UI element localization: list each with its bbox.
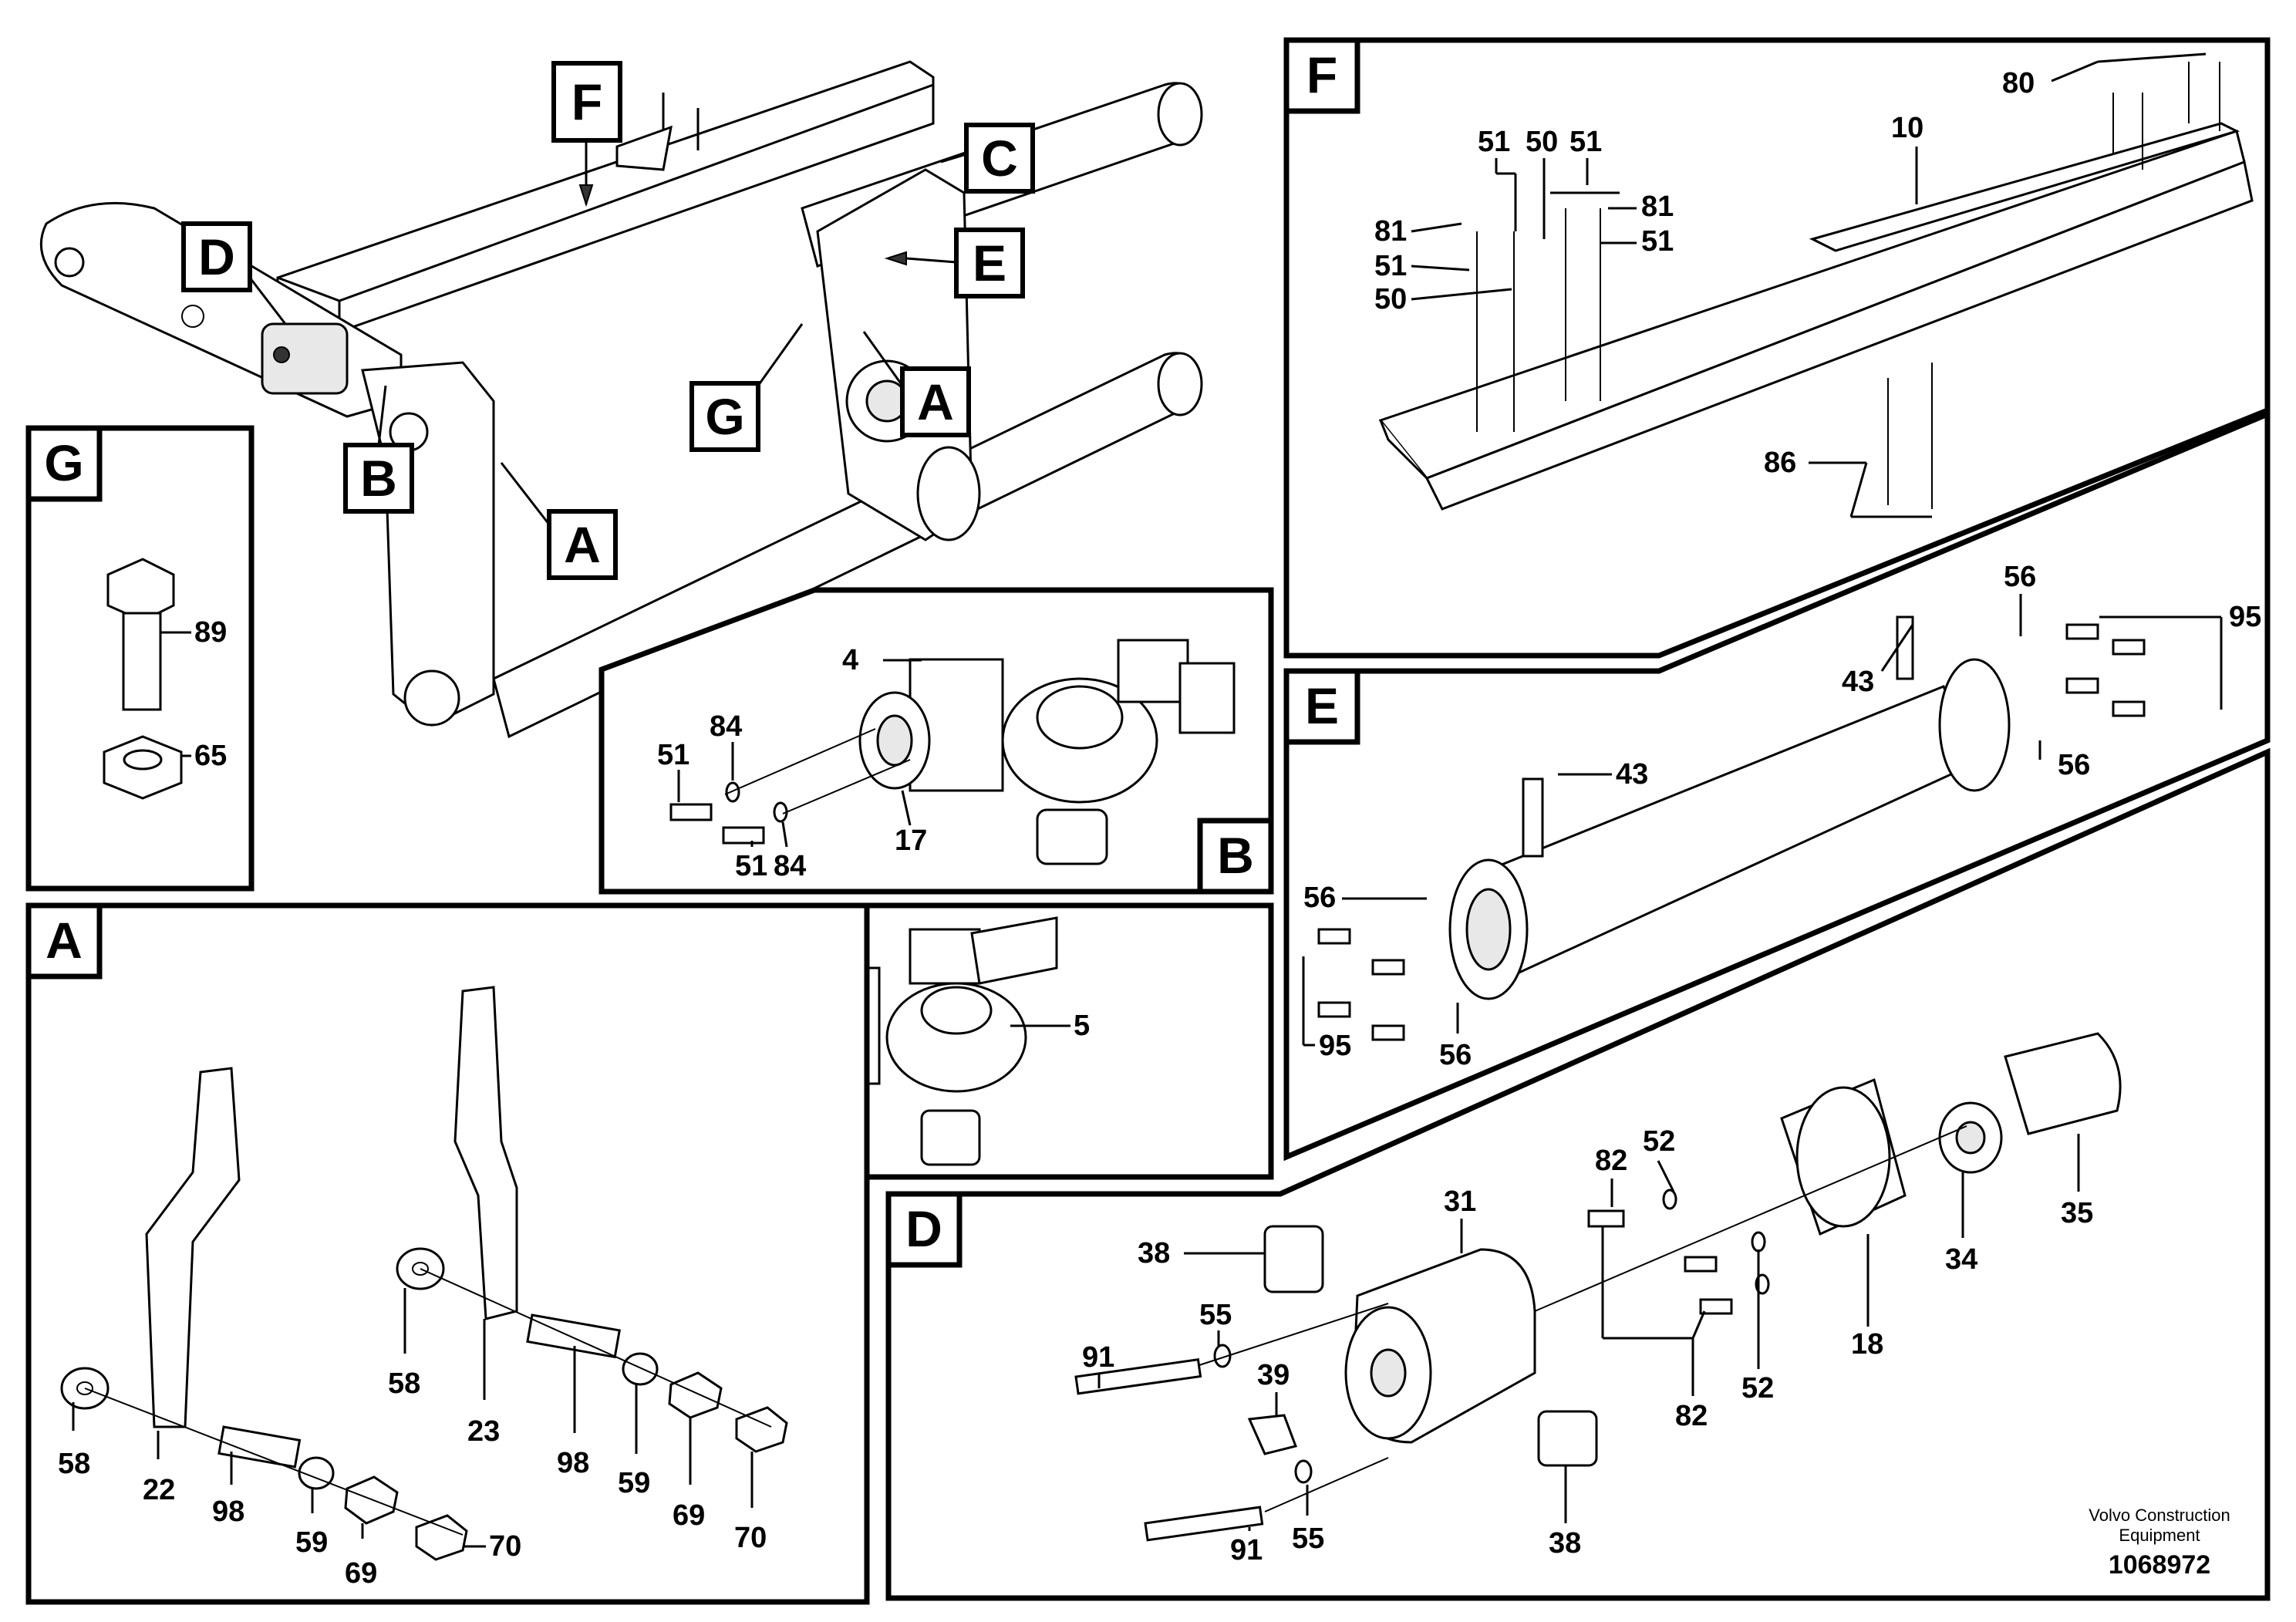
panel-g-letter: G	[44, 434, 83, 491]
panel-d: D 82 52 31 38	[885, 747, 2271, 1601]
callout-a-top: A	[917, 373, 954, 430]
panel-e-part-95-left: 95	[1319, 1030, 1351, 1062]
panel-e-letter: E	[1305, 677, 1339, 734]
panel-d-part-52-top: 52	[1643, 1125, 1675, 1158]
drawing-number: 1068972	[2109, 1550, 2210, 1580]
panel-a-part-98-right: 98	[557, 1447, 589, 1479]
panel-a-part-23: 23	[467, 1415, 500, 1448]
callout-e: E	[973, 234, 1006, 292]
panel-f-part-81-right: 81	[1641, 191, 1674, 223]
panel-e-part-56-bottom: 56	[1439, 1039, 1472, 1071]
panel-a-part-70-right: 70	[734, 1522, 767, 1554]
panel-e-part-56-right: 56	[2058, 749, 2090, 781]
panel-d-part-34: 34	[1945, 1243, 1977, 1276]
callout-b: B	[360, 450, 397, 507]
panel-d-part-55-bottom: 55	[1292, 1523, 1324, 1555]
panel-g-part-65: 65	[194, 740, 227, 772]
panel-f: F 80 10 51 50 51 81 81 51	[1283, 37, 2271, 659]
panel-d-letter: D	[905, 1200, 942, 1257]
brand-line-1: Volvo Construction	[2089, 1506, 2230, 1525]
panel-a-part-22: 22	[143, 1474, 175, 1506]
panel-d-part-38-bottom: 38	[1549, 1527, 1581, 1560]
panel-a-letter: A	[46, 912, 83, 969]
panel-b-part-4: 4	[842, 644, 858, 676]
overview-callouts: F C D E A G B A	[181, 61, 1035, 580]
panel-d-part-82-top: 82	[1595, 1145, 1627, 1177]
callout-d: D	[198, 228, 235, 285]
panel-f-part-80: 80	[2002, 67, 2035, 99]
panel-f-letter: F	[1306, 46, 1337, 103]
panel-d-part-18: 18	[1851, 1328, 1883, 1361]
panel-d-part-91-bottom: 91	[1230, 1534, 1263, 1566]
panel-f-part-51-top-left: 51	[1478, 126, 1510, 158]
panel-d-part-31: 31	[1444, 1185, 1476, 1218]
panel-d-part-91-top: 91	[1082, 1341, 1114, 1374]
panel-a-part-59-left: 59	[295, 1526, 328, 1559]
panel-a-part-70-left: 70	[489, 1530, 521, 1563]
panel-e-part-95-right: 95	[2229, 601, 2261, 633]
brand-line-2: Equipment	[2119, 1526, 2200, 1545]
panel-g: G 89 65	[25, 425, 255, 892]
panel-b-part-51-upper: 51	[657, 739, 689, 771]
panel-g-part-89: 89	[194, 616, 227, 649]
panel-f-part-51-right: 51	[1641, 225, 1674, 258]
panel-b-part-84-upper: 84	[710, 710, 742, 743]
panel-a-part-58-left: 58	[58, 1448, 90, 1480]
callout-g: G	[705, 388, 744, 445]
panel-a-part-58-right: 58	[388, 1367, 420, 1400]
panel-c-part-5: 5	[1074, 1010, 1090, 1042]
panel-b-part-84-lower: 84	[774, 850, 806, 882]
panel-e-part-43-left: 43	[1616, 758, 1648, 791]
panel-b-part-51-lower: 51	[735, 850, 767, 882]
panel-b: B 4 51 84 17 51 84	[598, 587, 1274, 895]
panel-f-part-51-top-right: 51	[1569, 126, 1602, 158]
panel-f-part-50-left: 50	[1374, 283, 1407, 315]
callout-c: C	[981, 130, 1018, 187]
panel-d-part-55-top: 55	[1199, 1299, 1232, 1331]
panel-e-part-43-right: 43	[1842, 666, 1874, 698]
panel-d-part-35: 35	[2061, 1197, 2093, 1229]
panel-f-part-10: 10	[1891, 112, 1923, 144]
panel-e: E 56 95 43 56 43 56 95 56	[1283, 410, 2271, 1162]
panel-a-part-98-left: 98	[212, 1496, 244, 1528]
panel-a-part-59-right: 59	[618, 1467, 650, 1499]
panel-f-part-51-left: 51	[1374, 250, 1407, 282]
panel-e-part-56-top: 56	[2004, 561, 2036, 593]
panel-f-part-86: 86	[1764, 447, 1796, 479]
panel-d-part-82-bottom: 82	[1675, 1400, 1708, 1432]
panel-a-part-69-left: 69	[345, 1557, 377, 1590]
callout-f: F	[571, 73, 602, 130]
panel-b-part-17: 17	[895, 824, 927, 857]
panel-d-part-39: 39	[1257, 1359, 1290, 1391]
panel-d-part-52-bottom: 52	[1741, 1372, 1774, 1404]
panel-a-part-69-right: 69	[673, 1499, 705, 1532]
panel-b-letter: B	[1217, 827, 1254, 884]
footer: Volvo Construction Equipment 1068972	[2089, 1506, 2230, 1580]
panel-f-part-50-top: 50	[1526, 126, 1558, 158]
panel-a: A 58 22 98 59 69 70 58	[25, 902, 870, 1605]
callout-a-bottom: A	[564, 516, 601, 573]
panel-f-part-81-left: 81	[1374, 215, 1407, 248]
panel-e-part-56-left: 56	[1303, 882, 1336, 914]
panel-d-part-38-top: 38	[1138, 1237, 1170, 1270]
